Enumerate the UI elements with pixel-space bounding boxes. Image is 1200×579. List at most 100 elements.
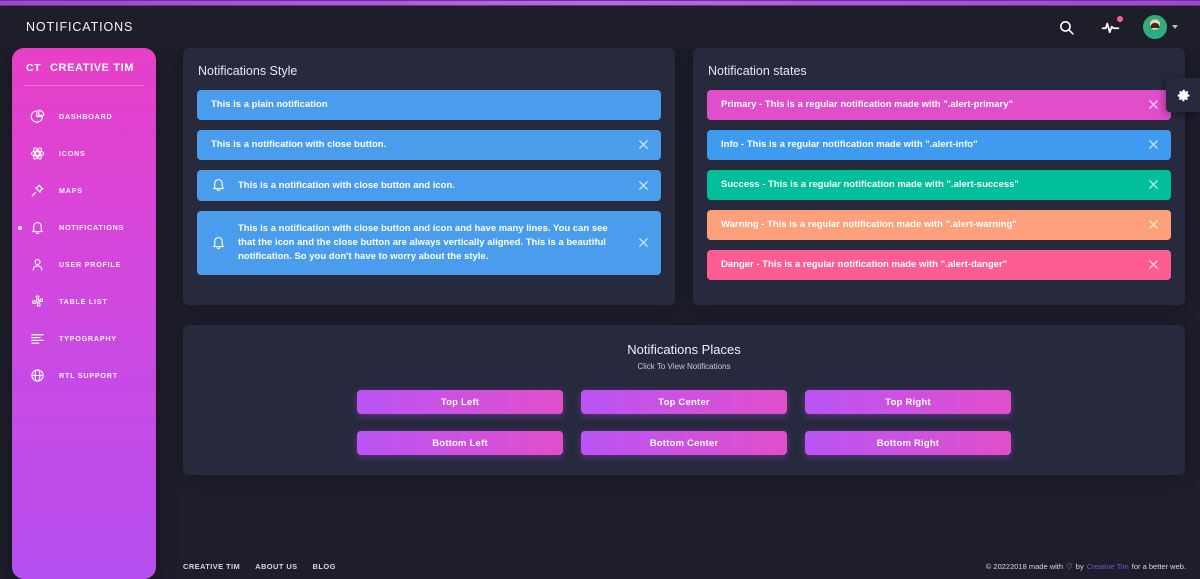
alert-rest: - This is a regular notification made wi… [738,139,978,150]
alert-danger: Danger - This is a regular notification … [707,250,1171,280]
place-button-bottom-left[interactable]: Bottom Left [357,431,563,455]
close-icon[interactable] [637,138,651,152]
sidebar-item-typography[interactable]: TYPOGRAPHY [12,320,156,357]
place-button-top-left[interactable]: Top Left [357,390,563,414]
settings-panel-toggle[interactable] [1166,78,1200,112]
search-icon[interactable] [1055,16,1077,38]
sidebar-item-label: TYPOGRAPHY [59,334,117,343]
alert-text: This is a plain notification [211,99,328,110]
alert-info: Info - This is a regular notification ma… [707,130,1171,160]
alert-primary: Primary - This is a regular notification… [707,90,1171,120]
alert-text: This is a notification with close button… [238,223,608,262]
places-title: Notifications Places [627,342,741,357]
world-icon [28,367,46,385]
alert-rest: - This is a regular notification made wi… [758,219,1017,230]
alert-strong: Info [721,139,739,150]
heart-icon: ♡ [1066,562,1073,571]
alert-with-close-and-icon: This is a notification with close button… [197,170,661,201]
alert-success: Success - This is a regular notification… [707,170,1171,200]
sidebar-item-label: USER PROFILE [59,260,122,269]
place-button-bottom-center[interactable]: Bottom Center [581,431,787,455]
close-icon[interactable] [1147,138,1161,152]
sidebar-item-label: DASHBOARD [59,112,113,121]
top-progress-bar [0,0,1200,6]
alert-text: Success - This is a regular notification… [721,178,1019,192]
sidebar-brand[interactable]: CT CREATIVE TIM [12,48,156,85]
sidebar: CT CREATIVE TIM DASHBOARD ICONS [12,48,156,579]
pie-chart-icon [28,108,46,126]
footer-copyright: © 20222018 made with ♡ by Creative Tim f… [986,562,1186,571]
alert-text: Info - This is a regular notification ma… [721,138,978,152]
notifications-places-card: Notifications Places Click To View Notif… [183,325,1185,475]
user-icon [28,256,46,274]
footer-link-about-us[interactable]: ABOUT US [255,562,298,571]
text-lines-icon [28,330,46,348]
puzzle-icon [28,293,46,311]
alert-text: This is a notification with close button… [211,139,387,150]
main-content: Notifications Style This is a plain noti… [168,48,1200,579]
navbar-actions [1055,15,1178,39]
activity-pulse-icon[interactable] [1099,16,1123,38]
user-menu[interactable] [1143,15,1178,39]
sidebar-item-rtl-support[interactable]: RTL SUPPORT [12,357,156,394]
chevron-down-icon [1172,25,1178,29]
footer-brand-link[interactable]: Creative Tim [1086,562,1129,571]
close-icon[interactable] [1147,258,1161,272]
notification-states-card: Notification states Primary - This is a … [693,48,1185,305]
place-button-top-right[interactable]: Top Right [805,390,1011,414]
sidebar-item-label: NOTIFICATIONS [59,223,125,232]
card-body: This is a plain notification This is a n… [183,90,675,300]
sidebar-item-user-profile[interactable]: USER PROFILE [12,246,156,283]
close-icon[interactable] [637,179,651,193]
footer-link-blog[interactable]: BLOG [312,562,336,571]
card-title: Notifications Style [198,64,298,78]
copyright-pre: © 20222018 made with [985,562,1064,571]
top-navbar: NOTIFICATIONS [0,6,1200,48]
alert-rest: - This is a regular notification made wi… [753,259,1008,270]
logo-mark: CT [26,62,41,74]
copyright-by: by [1075,562,1084,571]
notifications-style-card: Notifications Style This is a plain noti… [183,48,675,305]
close-icon[interactable] [1147,98,1161,112]
sidebar-item-label: TABLE LIST [59,297,108,306]
panels-row: Notifications Style This is a plain noti… [168,48,1200,305]
alert-text: This is a notification with close button… [238,179,455,191]
alert-strong: Warning [721,219,759,230]
alert-strong: Danger [721,259,754,270]
alert-strong: Primary [721,99,757,110]
alert-plain: This is a plain notification [197,90,661,120]
sidebar-item-table-list[interactable]: TABLE LIST [12,283,156,320]
sidebar-item-label: ICONS [59,149,86,158]
alert-text: Warning - This is a regular notification… [721,218,1017,232]
sidebar-item-maps[interactable]: MAPS [12,172,156,209]
alert-warning: Warning - This is a regular notification… [707,210,1171,240]
footer-link-creative-tim[interactable]: CREATIVE TIM [183,562,241,571]
sidebar-item-dashboard[interactable]: DASHBOARD [12,98,156,135]
places-button-grid: Top Left Top Center Top Right Bottom Lef… [198,390,1170,455]
bell-icon [211,235,228,252]
notification-badge-dot [1117,16,1123,22]
close-icon[interactable] [1147,178,1161,192]
place-button-bottom-right[interactable]: Bottom Right [805,431,1011,455]
sidebar-item-label: RTL SUPPORT [59,371,118,380]
pin-icon [28,182,46,200]
close-icon[interactable] [637,236,651,250]
alert-text: Danger - This is a regular notification … [721,258,1007,272]
place-button-top-center[interactable]: Top Center [581,390,787,414]
alert-text: Primary - This is a regular notification… [721,98,1013,112]
close-icon[interactable] [1147,218,1161,232]
footer-links: CREATIVE TIM ABOUT US BLOG [183,562,336,571]
alert-strong: Success [721,179,760,190]
alert-multiline: This is a notification with close button… [197,211,661,275]
sidebar-item-icons[interactable]: ICONS [12,135,156,172]
copyright-post: for a better web. [1131,562,1186,571]
card-body: Primary - This is a regular notification… [693,90,1185,305]
sidebar-item-notifications[interactable]: NOTIFICATIONS [12,209,156,246]
card-title: Notification states [708,64,807,78]
alert-rest: - This is a regular notification made wi… [756,99,1013,110]
alert-with-close: This is a notification with close button… [197,130,661,160]
atom-icon [28,145,46,163]
places-subtitle: Click To View Notifications [637,362,731,371]
avatar [1143,15,1167,39]
